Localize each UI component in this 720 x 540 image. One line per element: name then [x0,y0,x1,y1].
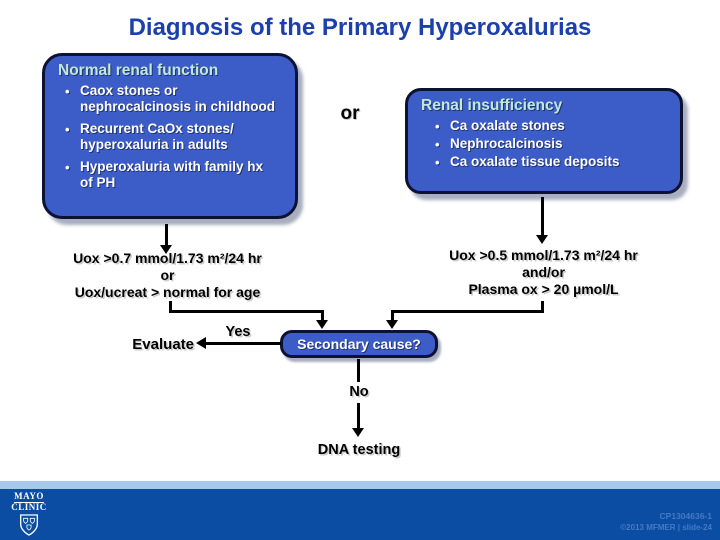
criteria-left-line1: Uox >0.7 mmol/1.73 m²/24 hr [73,250,262,266]
list-item: • Recurrent CaOx stones/ hyperoxaluria i… [65,121,295,153]
criteria-left: Uox >0.7 mmol/1.73 m²/24 hr or Uox/ucrea… [20,250,315,301]
criteria-right-line1: Uox >0.5 mmol/1.73 m²/24 hr [449,247,638,263]
bullet-text: Ca oxalate stones [450,118,565,133]
footer-accent-strip [0,481,720,489]
normal-renal-function-header: Normal renal function [58,62,219,79]
arrow-head-right-box-down-icon [536,235,548,244]
connector-right-vertical [541,301,544,313]
yes-label: Yes [225,324,251,340]
list-item: • Ca oxalate tissue deposits [435,154,680,170]
bullet-dot-icon: • [435,155,440,170]
no-arrow-head-icon [352,428,364,437]
bullet-text: Hyperoxaluria with family hx of PH [80,159,264,190]
slide-reference: CP1304636-1 ©2013 MFMER | slide-24 [620,511,712,533]
arrow-head-left-box-down-icon [160,245,172,254]
connector-right-drop [391,310,394,321]
bullet-dot-icon: • [65,84,70,99]
logo-line1: MAYO [14,491,44,503]
renal-insufficiency-box: Renal insufficiency • Ca oxalate stones … [405,88,683,194]
connector-right-horizontal [391,310,544,313]
evaluate-label: Evaluate [132,336,194,353]
logo-line2: CLINIC [11,501,47,512]
normal-renal-function-box: Normal renal function • Caox stones or n… [42,53,298,219]
bullet-dot-icon: • [65,122,70,137]
bullet-text: Caox stones or nephrocalcinosis in child… [80,83,276,114]
normal-bullet-list: • Caox stones or nephrocalcinosis in chi… [45,83,295,191]
criteria-right: Uox >0.5 mmol/1.73 m²/24 hr and/or Plasm… [396,247,691,298]
bullet-text: Recurrent CaOx stones/ hyperoxaluria in … [80,121,234,152]
slide-copyright: ©2013 MFMER | slide-24 [620,523,712,532]
criteria-right-line2: and/or [522,264,565,280]
arrow-line-right-box-down [541,197,544,236]
or-label: or [340,103,360,124]
renal-bullet-list: • Ca oxalate stones • Nephrocalcinosis •… [408,118,680,170]
connector-left-horizontal [169,310,324,313]
secondary-cause-label: Secondary cause? [297,336,421,352]
list-item: • Caox stones or nephrocalcinosis in chi… [65,83,295,115]
connector-left-drop [321,310,324,321]
no-line-upper [357,359,360,382]
criteria-left-line3: Uox/ucreat > normal for age [74,284,261,300]
mayo-clinic-logo: MAYO CLINIC [8,492,50,538]
bullet-dot-icon: • [65,160,70,175]
no-arrow-line [357,403,360,429]
connector-left-arrow-icon [316,320,328,329]
connector-right-arrow-icon [386,320,398,329]
list-item: • Nephrocalcinosis [435,136,680,152]
footer-bar [0,489,720,540]
bullet-text: Ca oxalate tissue deposits [450,154,620,169]
slide-code: CP1304636-1 [659,511,712,521]
bullet-dot-icon: • [435,137,440,152]
secondary-cause-box: Secondary cause? [280,330,438,358]
mayo-shield-icon [20,513,38,536]
renal-insufficiency-header: Renal insufficiency [421,97,563,114]
page-title: Diagnosis of the Primary Hyperoxalurias [128,14,592,41]
list-item: • Hyperoxaluria with family hx of PH [65,159,295,191]
connector-left-vertical [169,301,172,313]
bullet-text: Nephrocalcinosis [450,136,563,151]
arrow-line-left-box-down [165,224,168,246]
dna-testing-label: DNA testing [317,442,401,458]
list-item: • Ca oxalate stones [435,118,680,134]
no-label: No [349,384,369,400]
criteria-right-line3: Plasma ox > 20 µmol/L [468,281,619,297]
criteria-left-line2: or [160,267,175,283]
yes-arrow-line [206,342,281,345]
yes-arrow-head-icon [196,337,206,349]
bullet-dot-icon: • [435,119,440,134]
